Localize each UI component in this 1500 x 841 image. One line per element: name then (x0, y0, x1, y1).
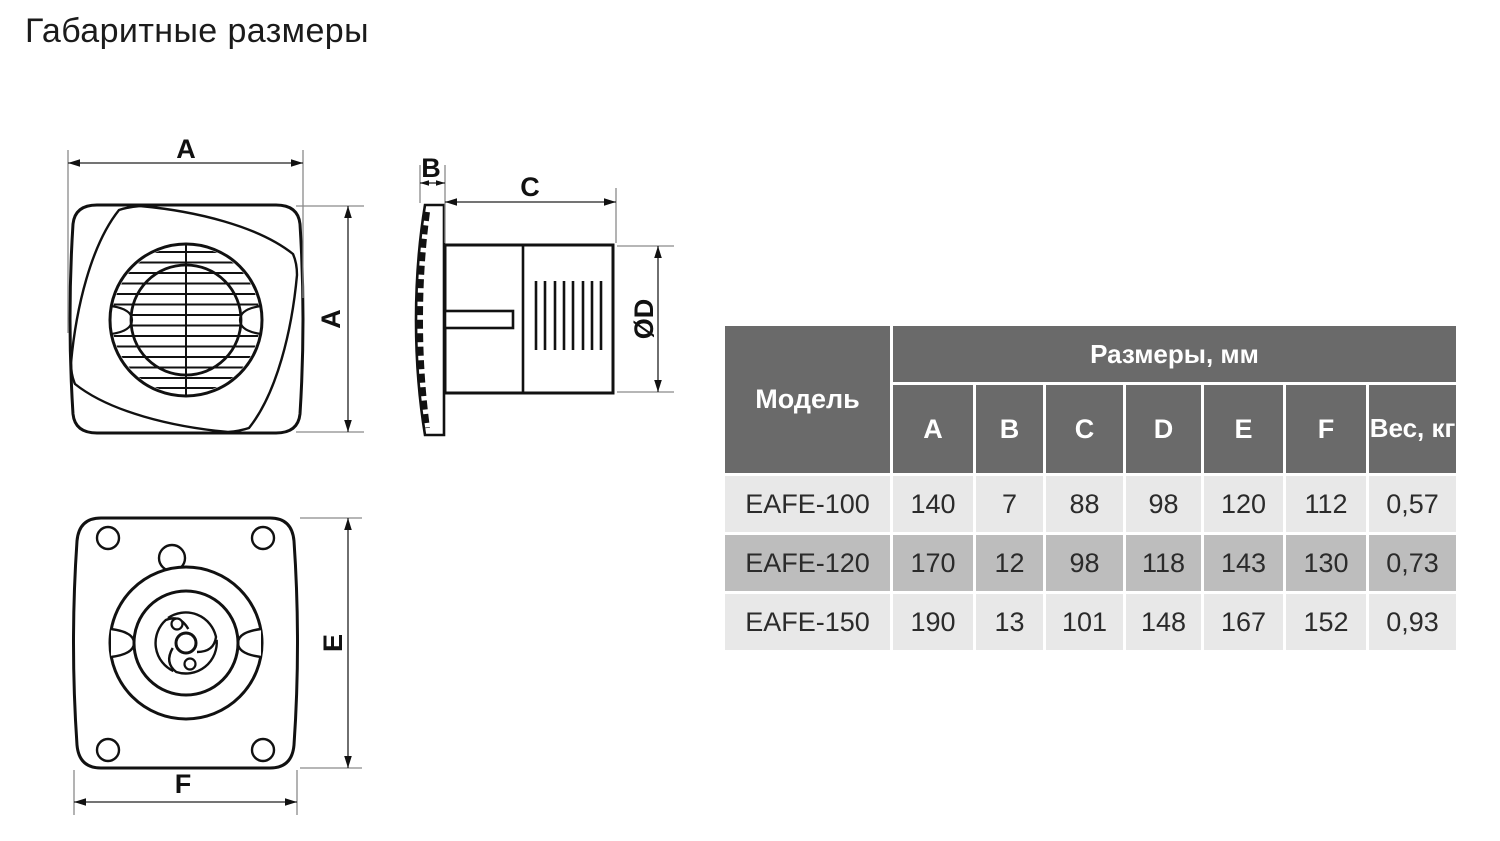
dimensions-table: Модель Размеры, мм A B C D E F Вес, кг E… (722, 323, 1460, 653)
dim-a-height: A (296, 205, 364, 433)
dim-label-b: B (421, 153, 441, 183)
cell-b: 13 (973, 591, 1046, 653)
header-col-a: A (890, 382, 976, 476)
dim-label-c: C (520, 172, 540, 202)
rear-ring-circle (132, 589, 240, 697)
header-col-weight: Вес, кг (1365, 382, 1460, 476)
cell-weight: 0,57 (1365, 473, 1460, 535)
dim-label-f: F (175, 769, 192, 799)
cell-e: 143 (1201, 532, 1286, 594)
cell-e: 120 (1201, 473, 1286, 535)
front-view-drawing: A A (67, 134, 364, 435)
mounting-latch (443, 309, 515, 330)
cell-model: EAFE-150 (722, 591, 893, 653)
cell-a: 190 (890, 591, 976, 653)
screw-holes (95, 525, 276, 763)
cell-a: 170 (890, 532, 976, 594)
dim-e: E (300, 517, 362, 769)
cell-c: 88 (1043, 473, 1126, 535)
page-title: Габаритные размеры (25, 12, 369, 50)
dim-a-width: A (67, 134, 304, 333)
duct-ribs (534, 281, 603, 350)
dim-label-d-diameter: ØD (629, 299, 659, 340)
side-view-drawing: B C ØD (414, 153, 674, 437)
table-row-eafe-120: EAFE-120 170 12 98 118 143 130 0,73 (722, 532, 1460, 594)
technical-drawings: A A (67, 134, 674, 815)
header-col-d: D (1123, 382, 1204, 476)
cell-weight: 0,93 (1365, 591, 1460, 653)
cell-b: 12 (973, 532, 1046, 594)
header-col-e: E (1201, 382, 1286, 476)
cell-d: 118 (1123, 532, 1204, 594)
dim-label-a-height: A (316, 309, 346, 329)
header-col-c: C (1043, 382, 1126, 476)
dim-label-a-width: A (176, 134, 196, 164)
grille-inner-circle (129, 263, 243, 377)
dim-b: B (419, 153, 446, 243)
cell-f: 112 (1283, 473, 1369, 535)
cell-d: 148 (1123, 591, 1204, 653)
cell-e: 167 (1201, 591, 1286, 653)
rear-view-drawing: E F (72, 516, 362, 815)
flange-hatch (416, 211, 430, 429)
impeller (154, 611, 218, 675)
dim-f: F (73, 769, 298, 815)
header-model: Модель (722, 323, 893, 476)
grille-outer-circle (108, 242, 264, 398)
cell-d: 98 (1123, 473, 1204, 535)
dim-c: C (445, 172, 617, 243)
header-dimensions-group: Размеры, мм (889, 323, 1460, 385)
dim-label-e: E (318, 634, 348, 652)
cell-c: 101 (1043, 591, 1126, 653)
cell-model: EAFE-100 (722, 473, 893, 535)
cell-a: 140 (890, 473, 976, 535)
cell-weight: 0,73 (1365, 532, 1460, 594)
header-col-f: F (1283, 382, 1369, 476)
cell-f: 130 (1283, 532, 1369, 594)
cell-b: 7 (973, 473, 1046, 535)
cell-model: EAFE-120 (722, 532, 893, 594)
dim-d-diameter: ØD (617, 245, 674, 393)
table-row-eafe-150: EAFE-150 190 13 101 148 167 152 0,93 (722, 591, 1460, 653)
cell-c: 98 (1043, 532, 1126, 594)
header-col-b: B (973, 382, 1046, 476)
fan-front-swirl (69, 204, 299, 434)
cell-f: 152 (1283, 591, 1369, 653)
table-row-eafe-100: EAFE-100 140 7 88 98 120 112 0,57 (722, 473, 1460, 535)
